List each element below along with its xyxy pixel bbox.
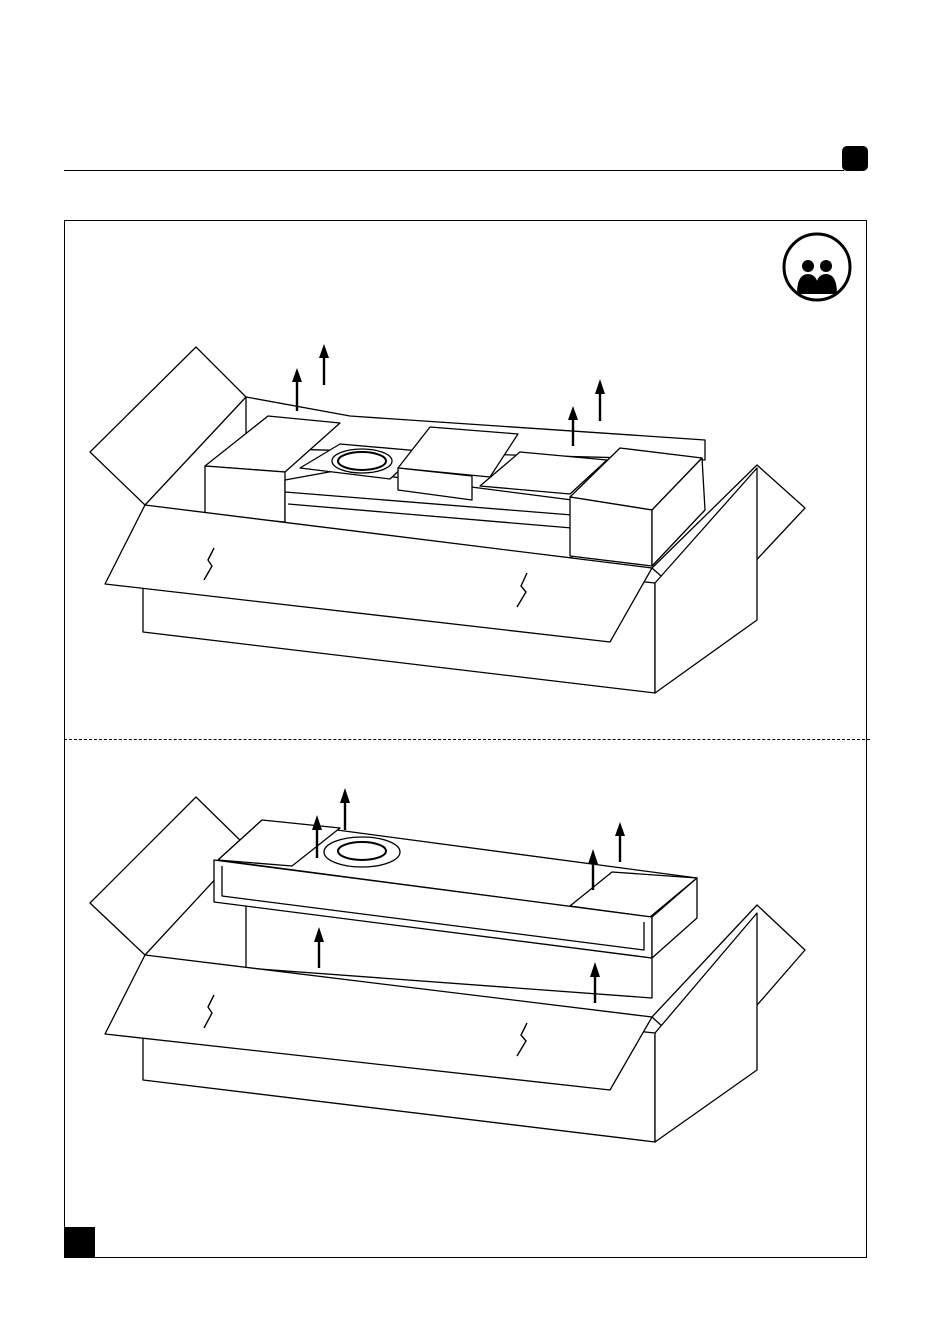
corner-marker [65,1227,95,1257]
round-gauge-icon [324,837,400,867]
step2-illustration [0,0,933,1230]
box-body-side [655,913,757,1142]
